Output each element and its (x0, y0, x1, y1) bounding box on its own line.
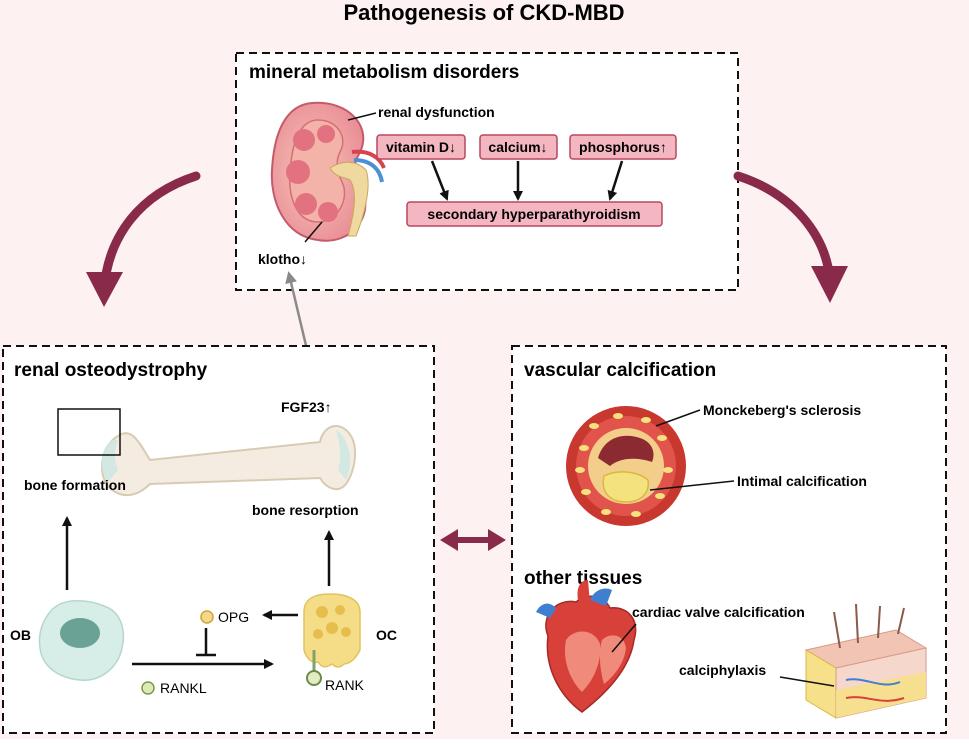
vitamin-d-label: vitamin D↓ (386, 139, 456, 155)
oc-label: OC (376, 627, 397, 643)
osteoblast-cell (38, 600, 125, 681)
phosphorus-label: phosphorus↑ (579, 139, 667, 155)
opg-icon (200, 610, 214, 624)
calcium-box (479, 134, 558, 160)
bone-formation-label: bone formation (24, 477, 126, 493)
ob-label: OB (10, 627, 31, 643)
klotho-label: klotho↓ (258, 251, 307, 267)
fgf23-label: FGF23↑ (281, 399, 332, 415)
secondary-hpt-label: secondary hyperparathyroidism (427, 206, 640, 222)
artery-illustration (566, 406, 686, 526)
rankl-icon (141, 681, 155, 695)
curved-arrow-right (733, 171, 835, 285)
diagram-title: Pathogenesis of CKD-MBD (343, 0, 624, 25)
intimal-label: Intimal calcification (737, 473, 867, 489)
renal-dysfunction-label: renal dysfunction (378, 104, 495, 120)
phosphorus-box (569, 134, 677, 160)
vascular-heading: vascular calcification (524, 360, 716, 381)
bone-resorption-label: bone resorption (252, 502, 359, 518)
osteo-heading: renal osteodystrophy (14, 360, 208, 381)
heart-illustration (536, 580, 637, 713)
calcium-label: calcium↓ (488, 139, 547, 155)
kidney-illustration (270, 101, 386, 242)
bone-formation-zoom-box (57, 408, 121, 456)
vitamin-d-box (376, 134, 466, 160)
mineral-heading: mineral metabolism disorders (249, 62, 519, 83)
opg-label: OPG (218, 609, 249, 625)
secondary-hpt-box (406, 201, 663, 227)
monckeberg-label: Monckeberg's sclerosis (703, 402, 861, 418)
rank-label: RANK (325, 677, 365, 693)
curved-arrow-left (99, 171, 201, 295)
osteoclast-cell (303, 593, 361, 686)
other-tissues-heading: other tissues (524, 568, 642, 589)
cardiac-valve-label: cardiac valve calcification (632, 604, 805, 620)
calciphylaxis-label: calciphylaxis (679, 662, 766, 678)
rankl-label: RANKL (160, 680, 207, 696)
bone-illustration (100, 424, 356, 497)
